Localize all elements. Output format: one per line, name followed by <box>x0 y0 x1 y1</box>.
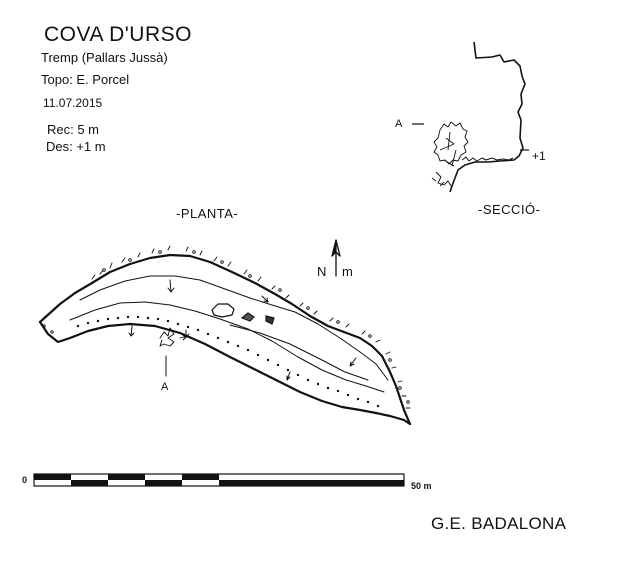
survey-author: Topo: E. Porcel <box>41 72 130 87</box>
plan-top-wall <box>38 253 412 426</box>
plan-point-a-label: A <box>161 381 169 393</box>
section-view <box>412 41 529 193</box>
section-point-a-label: A <box>395 118 403 130</box>
plan-view-label: -PLANTA- <box>176 206 239 221</box>
survey-date: 11.07.2015 <box>43 96 103 110</box>
plan-rock-small-2 <box>265 315 275 325</box>
scale-start-label: 0 <box>22 475 28 485</box>
plan-dotted-line-left <box>76 315 380 408</box>
north-label: N <box>317 264 327 279</box>
section-outline <box>449 41 526 193</box>
section-vegetation <box>431 121 469 187</box>
plan-inner-line-lower <box>229 324 369 381</box>
plan-slope-arrows <box>128 279 357 381</box>
cave-depth: Des: +1 m <box>46 139 106 154</box>
club-name: G.E. BADALONA <box>431 514 567 533</box>
section-height-label: +1 <box>532 149 546 163</box>
plan-view <box>38 239 412 426</box>
scale-bar <box>33 473 405 487</box>
cave-title: COVA D'URSO <box>44 23 192 46</box>
plan-inner-line-middle <box>69 301 385 393</box>
cave-location: Tremp (Pallars Jussà) <box>41 50 168 65</box>
plan-bottom-wall <box>38 320 412 426</box>
section-view-label: -SECCIÓ- <box>478 202 541 217</box>
plan-inner-line-upper <box>79 275 389 381</box>
plan-wall-texture <box>42 245 411 409</box>
plan-rock-large <box>211 303 235 318</box>
scale-end-label: 50 m <box>411 481 432 491</box>
plan-rock-small <box>241 312 255 322</box>
north-m-label: m <box>342 264 353 279</box>
section-floor-debris <box>461 156 514 162</box>
north-arrow <box>331 239 341 277</box>
plan-vegetation <box>159 327 190 347</box>
cave-length: Rec: 5 m <box>47 122 100 137</box>
